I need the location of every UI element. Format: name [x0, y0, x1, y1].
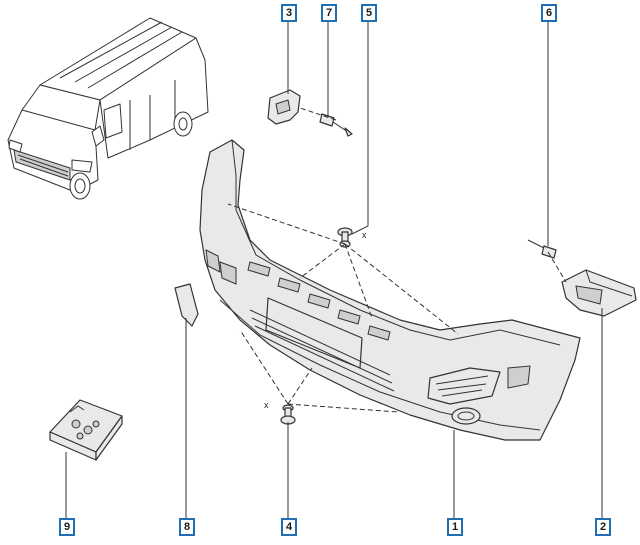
callout-2: 2 — [595, 518, 611, 536]
front-bumper — [199, 139, 581, 441]
callout-6: 6 — [541, 4, 557, 22]
clip-part-7 — [319, 113, 353, 137]
callout-4: 4 — [281, 518, 297, 536]
side-bracket-part-2 — [561, 269, 637, 317]
callout-1: 1 — [447, 518, 463, 536]
van-illustration — [7, 17, 209, 200]
callout-5: 5 — [361, 4, 377, 22]
x-marker-lower: x — [264, 400, 269, 410]
bracket-part-3 — [267, 89, 301, 125]
pin-part-6 — [527, 239, 557, 259]
assembly-lines — [227, 107, 567, 413]
callout-3: 3 — [281, 4, 297, 22]
leader-lines — [65, 22, 603, 518]
hardware-kit-part-9 — [49, 399, 123, 461]
cover-part-8 — [174, 283, 199, 327]
screw-part-4 — [280, 404, 296, 425]
callout-9: 9 — [59, 518, 75, 536]
callout-7: 7 — [321, 4, 337, 22]
callout-8: 8 — [179, 518, 195, 536]
x-marker-upper: x — [362, 230, 367, 240]
